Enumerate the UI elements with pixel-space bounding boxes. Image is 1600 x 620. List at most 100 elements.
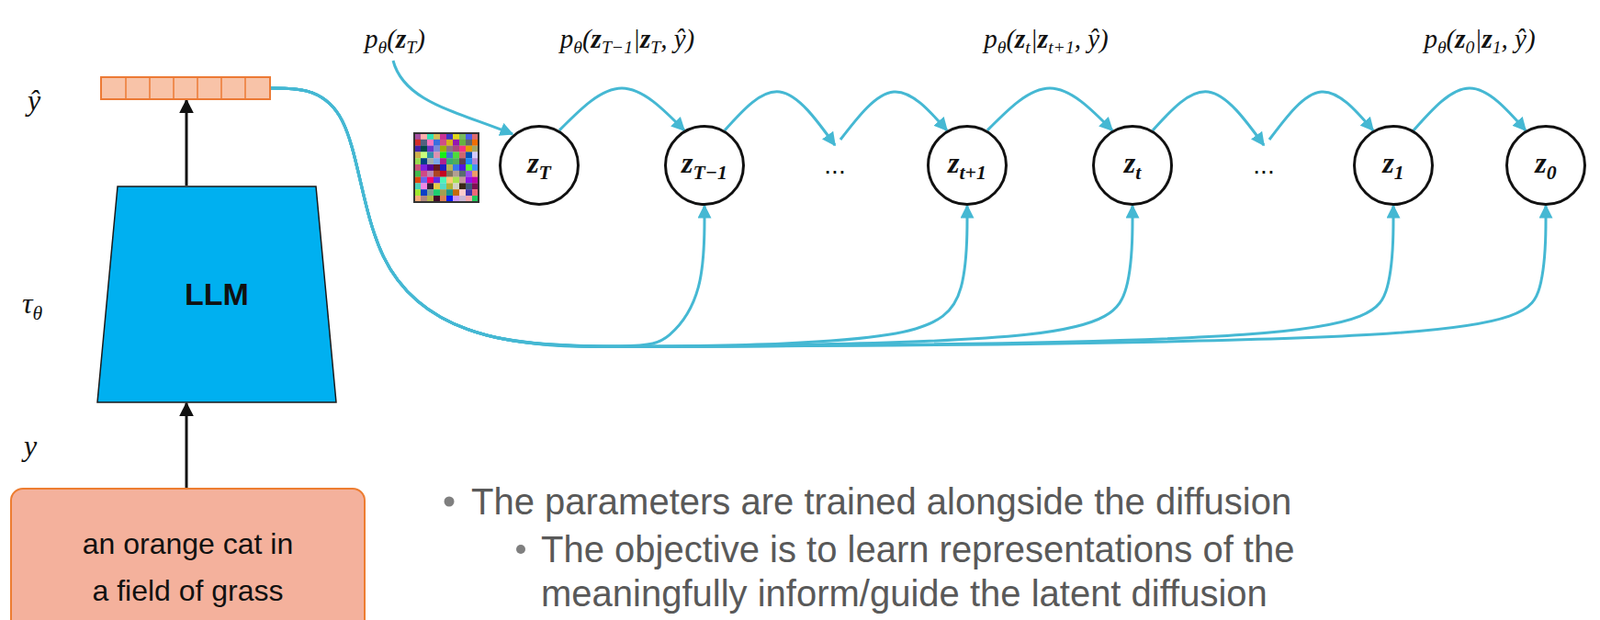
connector-segment (270, 88, 1394, 347)
noise-pixel (420, 177, 428, 184)
circle-outline (1507, 126, 1586, 205)
noise-pixel (427, 146, 434, 153)
noise-pixel (452, 189, 460, 196)
noise-pixel (414, 133, 421, 140)
math-part: ( (1446, 23, 1456, 54)
math-part: z (527, 146, 539, 180)
noise-pixel (414, 139, 421, 147)
math-part: z (1382, 146, 1394, 180)
noise-pixel (459, 139, 466, 147)
math-part: T (539, 161, 552, 184)
noise-pixel (446, 170, 453, 178)
node-text: an orange cat in a field of grass (77, 520, 300, 615)
trapezoid-outline (97, 186, 337, 403)
math-part: T−1 (601, 36, 633, 57)
cell-divider (220, 78, 223, 99)
noise-pixel (433, 151, 440, 158)
transition-formula: pθ(zT−1|zT, ŷ) (560, 23, 696, 58)
noise-pixel (439, 177, 447, 184)
bullet-text: The objective is to learn representation… (540, 528, 1295, 571)
math-part: p (560, 23, 575, 54)
connector-segment (1413, 88, 1526, 131)
math-part: t+1 (959, 161, 987, 184)
connector (987, 88, 1113, 131)
math-part: z (395, 23, 406, 54)
noise-pixel (414, 157, 421, 165)
cell-divider (244, 78, 247, 99)
noise-pixel (433, 195, 440, 203)
noise-frame (414, 133, 479, 203)
noise-pixel (439, 146, 447, 153)
math-part: z (1534, 146, 1546, 180)
connector (186, 403, 188, 488)
connector-segment (185, 403, 189, 488)
noise-pixel (459, 170, 466, 178)
connector-segment (270, 88, 1133, 347)
math-part: T (650, 36, 661, 57)
noise-pixel (452, 177, 460, 184)
math-part: z (591, 23, 602, 54)
node-text: LLM (184, 276, 249, 313)
noise-pixel (427, 139, 434, 147)
noise-pixel (465, 195, 473, 203)
noise-pixel (414, 146, 421, 153)
noise-pixel (459, 182, 466, 190)
connector (186, 100, 188, 186)
noise-pixel (439, 157, 447, 165)
bullet-dot (516, 544, 526, 554)
noise-pixel (452, 170, 460, 178)
noise-pixel (439, 189, 447, 196)
connector-segment (270, 88, 968, 347)
noise-pixel (452, 182, 460, 190)
connector-segment (840, 91, 947, 140)
noise-pixel (459, 164, 466, 171)
connector (559, 88, 685, 131)
noise-pixel (446, 133, 453, 140)
state-symbol: zt+1 (947, 146, 987, 185)
noise-pixel (420, 157, 428, 165)
connector-segment (185, 100, 189, 186)
connector-segment (1269, 91, 1374, 140)
math-part: , ŷ) (1074, 23, 1109, 54)
noise-pixel (414, 189, 421, 196)
math-part: τ (22, 286, 33, 320)
connector-segment (987, 88, 1113, 131)
noise-pixel (433, 157, 440, 165)
noise-pixel (433, 182, 440, 190)
noise-pixel (414, 177, 421, 184)
noise-pixel (459, 133, 466, 140)
math-part: 0 (1465, 36, 1476, 57)
noise-pixel (427, 157, 434, 165)
noise-pixel (465, 170, 473, 178)
noise-image (414, 133, 479, 203)
state-symbol: zT−1 (681, 146, 728, 185)
math-part: z (640, 23, 651, 54)
noise-pixel (433, 139, 440, 147)
noise-pixel (414, 182, 421, 190)
state-symbol: zt (1124, 146, 1142, 185)
noise-pixel (459, 177, 466, 184)
vector-cells (101, 78, 270, 99)
prompt-symbol: y (23, 428, 37, 463)
math-part: | (1474, 23, 1482, 54)
circle-outline (665, 126, 744, 205)
math-part: , ŷ) (660, 23, 695, 54)
noise-pixel (459, 157, 466, 165)
math-part: z (947, 146, 959, 180)
connector (724, 91, 947, 146)
math-part: ( (1005, 23, 1015, 54)
connector (270, 88, 705, 347)
noise-pixel (459, 146, 466, 153)
cell-divider (148, 78, 151, 99)
noise-pixel (446, 139, 453, 147)
noise-pixel (427, 151, 434, 158)
math-part: θ (1437, 36, 1447, 57)
math-part: T (405, 36, 417, 57)
ellipsis: ... (823, 150, 846, 181)
math-part: p (1423, 23, 1438, 54)
noise-pixel (465, 157, 473, 165)
noise-pixel (452, 146, 460, 153)
state-symbol: z1 (1382, 146, 1404, 185)
noise-pixel (465, 133, 473, 140)
